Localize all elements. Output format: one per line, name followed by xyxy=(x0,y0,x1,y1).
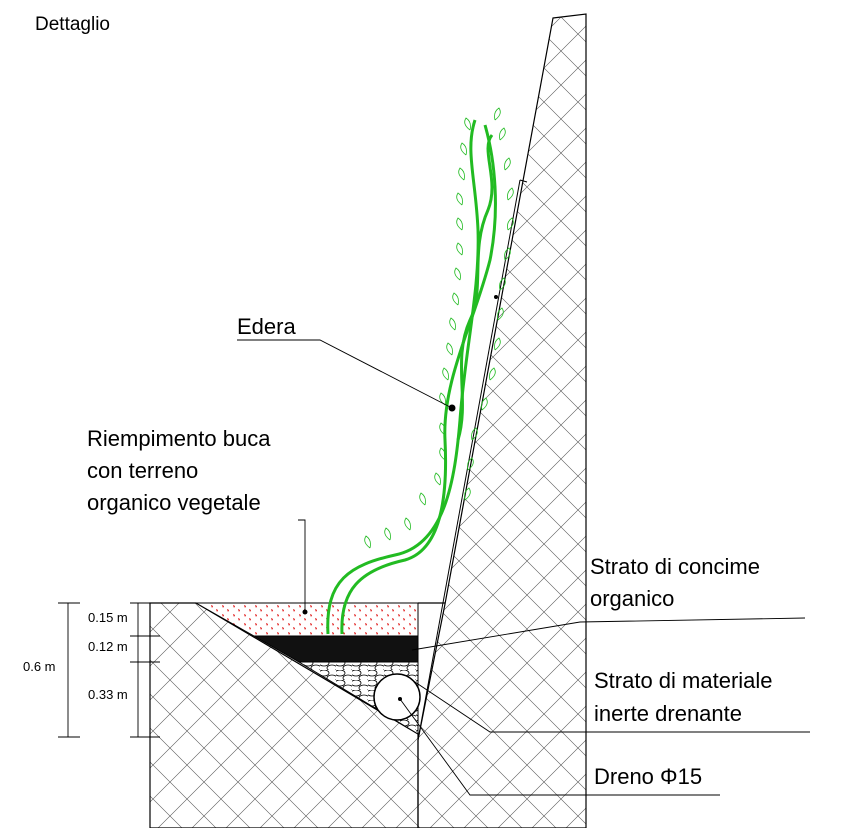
label-concime-line1: Strato di concime xyxy=(590,554,760,579)
label-concime-line2: organico xyxy=(590,586,675,611)
leader-materiale xyxy=(411,679,810,733)
ivy-plant xyxy=(326,119,497,635)
drain-pipe xyxy=(373,673,421,721)
label-riempimento-line3: organico vegetale xyxy=(87,490,261,515)
dimension-lines xyxy=(58,602,160,738)
label-materiale-line2: inerte drenante xyxy=(594,701,742,726)
label-dreno: Dreno Φ15 xyxy=(594,764,703,789)
label-riempimento-line1: Riempimento buca xyxy=(87,426,271,451)
label-edera: Edera xyxy=(237,314,296,339)
ground-mass xyxy=(149,602,419,829)
dim-mid-layer: 0.12 m xyxy=(88,639,128,654)
leader-riempimento xyxy=(298,519,306,612)
label-riempimento-line2: con terreno xyxy=(87,458,199,483)
leader-dreno xyxy=(399,698,720,796)
leader-concime xyxy=(411,617,806,651)
dim-total: 0.6 m xyxy=(23,659,56,674)
dim-bottom-layer: 0.33 m xyxy=(88,687,128,702)
drawing-title: Dettaglio xyxy=(35,14,110,35)
retaining-wall xyxy=(417,13,587,829)
dim-top-layer: 0.15 m xyxy=(88,610,128,625)
leader-edera xyxy=(237,339,453,409)
ivy-leaves xyxy=(364,107,514,549)
label-materiale-line1: Strato di materiale xyxy=(594,668,773,693)
